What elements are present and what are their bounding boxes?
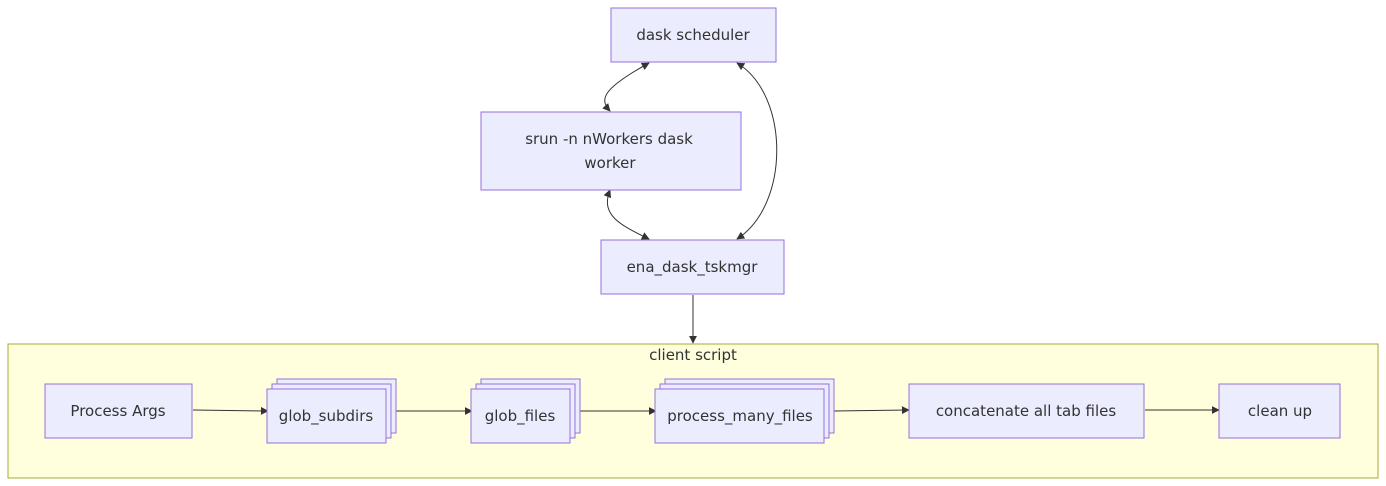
node-process-many-files: process_many_files <box>654 378 835 444</box>
node-concatenate-tab-files: concatenate all tab files <box>908 383 1145 439</box>
node-ena-dask-tskmgr: ena_dask_tskmgr <box>600 239 785 295</box>
edge-process-concatenate <box>833 406 910 415</box>
node-label: glob_files <box>485 407 556 426</box>
subgraph-title: client script <box>649 346 737 364</box>
edge-scheduler-tskmgr <box>736 62 778 240</box>
node-glob-files: glob_files <box>470 378 581 444</box>
node-process-args: Process Args <box>44 383 193 439</box>
node-label-line1: srun -n nWorkers dask <box>525 130 693 148</box>
edge-worker-tskmgr <box>603 189 650 240</box>
edge-args-subdirs <box>192 406 269 415</box>
node-label: concatenate all tab files <box>936 402 1117 420</box>
node-label-line2: worker <box>584 154 636 172</box>
node-label: Process Args <box>70 402 165 420</box>
edges <box>192 62 1220 415</box>
node-label: clean up <box>1248 402 1312 420</box>
node-label: dask scheduler <box>636 26 750 44</box>
node-label: ena_dask_tskmgr <box>627 258 759 277</box>
node-clean-up: clean up <box>1218 383 1341 439</box>
node-label: process_many_files <box>667 407 813 426</box>
node-label: glob_subdirs <box>279 407 374 426</box>
node-glob-subdirs: glob_subdirs <box>266 378 397 444</box>
node-dask-scheduler: dask scheduler <box>610 7 777 63</box>
node-dask-worker: srun -n nWorkers dask worker <box>480 111 742 191</box>
edge-scheduler-worker <box>602 62 650 112</box>
